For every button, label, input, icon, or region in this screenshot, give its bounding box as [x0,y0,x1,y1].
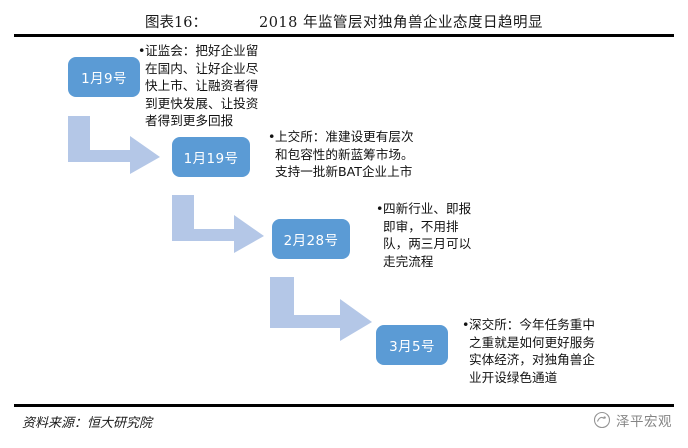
timeline-note-4: • 深交所：今年任务重中 之重就是如何更好服务 实体经济，对独角兽企 业开设绿色… [462,316,622,386]
watermark: 泽平宏观 [592,410,672,430]
elbow-arrow-right-icon-3 [266,275,376,343]
timeline-date-box-4[interactable]: 3月5号 [376,325,448,365]
elbow-arrow-right-icon-2 [168,193,268,255]
timeline-date-box-1[interactable]: 1月9号 [68,57,140,97]
timeline-date-label-3: 2月28号 [283,233,339,249]
timeline-note-text-4: 深交所：今年任务重中 之重就是如何更好服务 实体经济，对独角兽企 业开设绿色通道 [469,317,595,385]
timeline-note-text-3: 四新行业、即报 即审，不用排 队，两三月可以 走完流程 [383,201,472,269]
elbow-arrow-right-icon-1 [64,114,164,176]
timeline-note-2: • 上交所：准建设更有层次 和包容性的新蓝筹市场。 支持一批新BAT企业上市 [268,128,428,181]
figure-label: 图表16： [145,14,207,31]
timeline-note-text-2: 上交所：准建设更有层次 和包容性的新蓝筹市场。 支持一批新BAT企业上市 [275,129,414,180]
figure-title: 2018 年监管层对独角兽企业态度日趋明显 [258,14,543,31]
timeline-note-text-1: 证监会：把好企业留 在国内、让好企业尽 快上市、让融资者得 到更快发展、让投资 … [145,43,259,129]
bullet-icon-2: • [268,129,276,144]
timeline-date-label-1: 1月9号 [81,71,127,87]
timeline-date-label-4: 3月5号 [389,339,435,355]
page-title: 图表16： 2018 年监管层对独角兽企业态度日趋明显 [0,8,688,34]
footer-divider [14,404,674,407]
bullet-icon-4: • [462,317,470,332]
timeline-date-box-3[interactable]: 2月28号 [272,219,350,259]
bullet-icon-1: • [138,43,146,58]
timeline-note-1: • 证监会：把好企业留 在国内、让好企业尽 快上市、让融资者得 到更快发展、让投… [138,42,288,130]
title-divider-top [14,34,674,37]
circle-logo-icon [593,411,611,429]
watermark-text: 泽平宏观 [616,414,672,430]
timeline-note-3: • 四新行业、即报 即审，不用排 队，两三月可以 走完流程 [376,200,506,270]
timeline-date-label-2: 1月19号 [183,151,239,167]
bullet-icon-3: • [376,201,384,216]
source-note: 资料来源：恒大研究院 [22,416,153,431]
timeline-date-box-2[interactable]: 1月19号 [172,137,250,177]
